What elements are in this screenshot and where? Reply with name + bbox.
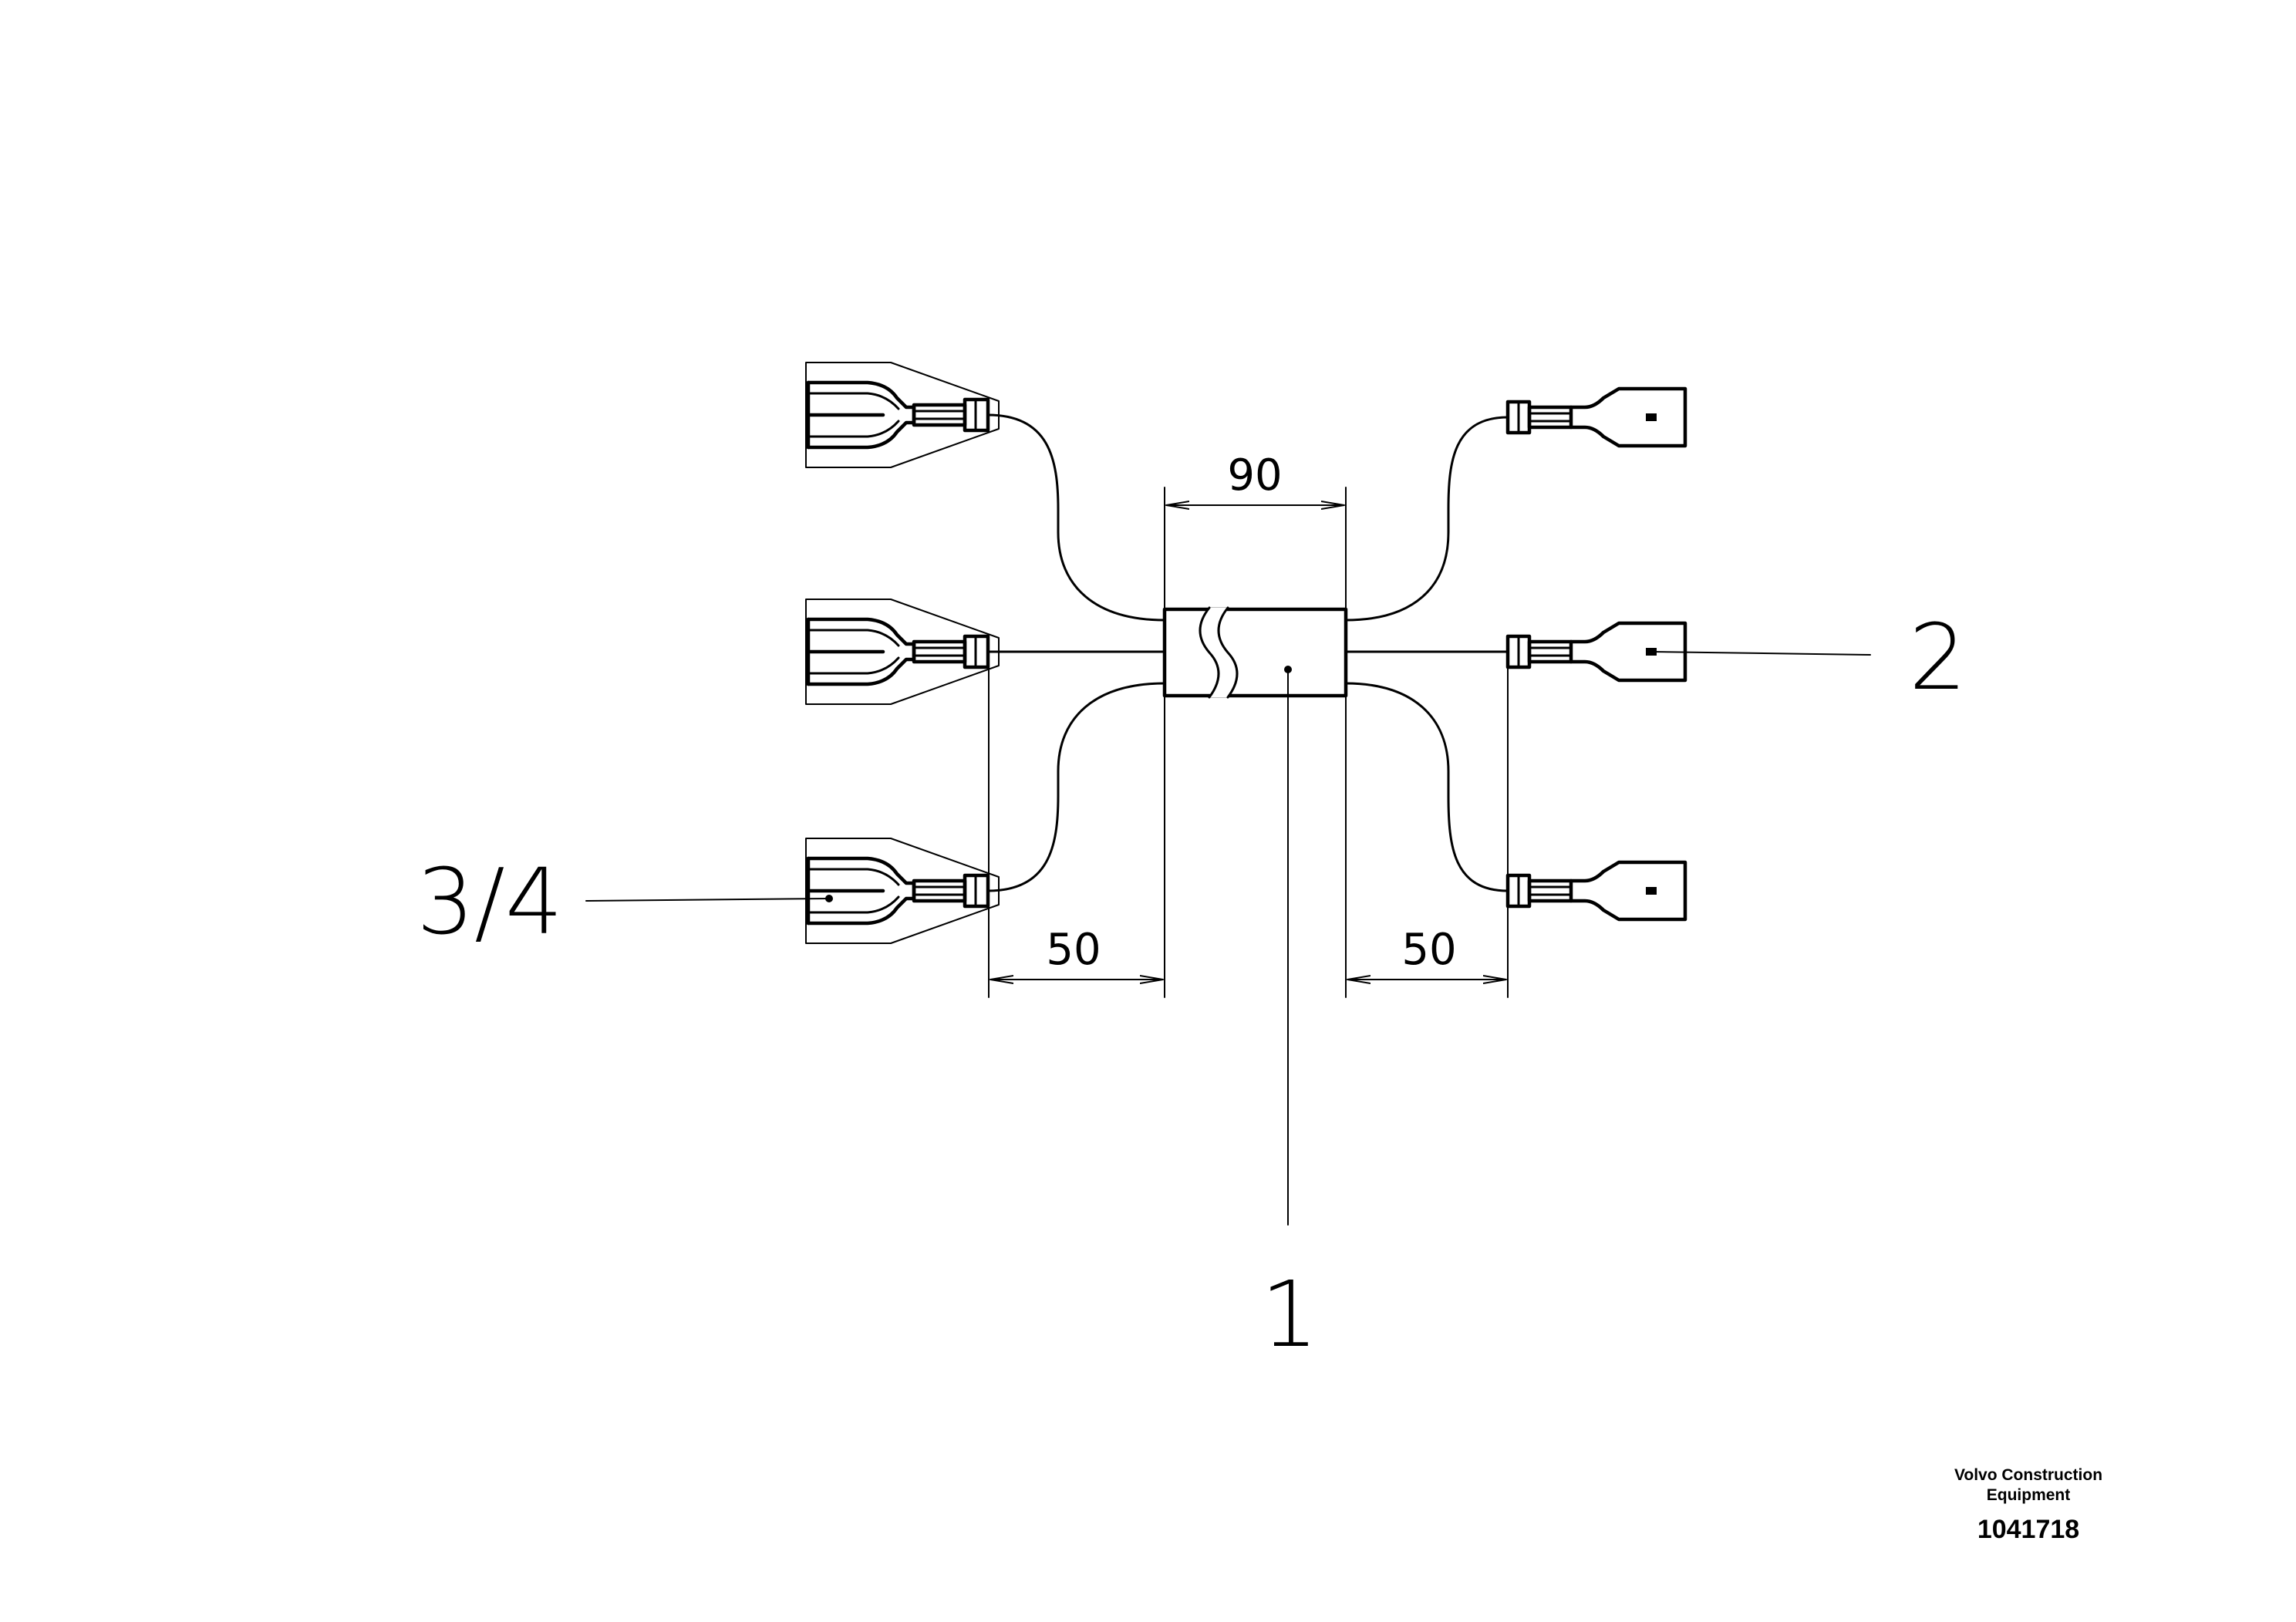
left-top-connector: [806, 363, 999, 467]
wires: [986, 413, 1509, 892]
manufacturer-line-2: Equipment: [1986, 1486, 2071, 1504]
right-top-connector: [1508, 389, 1685, 446]
left-middle-connector: [806, 599, 999, 704]
drawing-number: 1041718: [1977, 1515, 2080, 1544]
dimension-50-left-label: 50: [1046, 925, 1101, 975]
dimension-50-left: 50: [988, 651, 1165, 998]
manufacturer-line-1: Volvo Construction: [1954, 1466, 2103, 1484]
splice-sleeve: [1162, 606, 1348, 699]
title-block: Volvo Construction Equipment 1041718: [1905, 1465, 2152, 1545]
right-bottom-connector: [1508, 862, 1685, 919]
left-bottom-connector: [806, 838, 999, 943]
dimension-50-right-label: 50: [1401, 925, 1456, 975]
dimension-50-right: 50: [1345, 651, 1509, 998]
dimension-90-label: 90: [1227, 450, 1282, 501]
leader-lines: [585, 648, 1871, 1226]
callout-1: 1: [1260, 1261, 1318, 1367]
callout-2: 2: [1909, 604, 1967, 710]
dimension-90: 90: [1164, 450, 1347, 610]
callout-3-4: 3/4: [416, 848, 563, 955]
